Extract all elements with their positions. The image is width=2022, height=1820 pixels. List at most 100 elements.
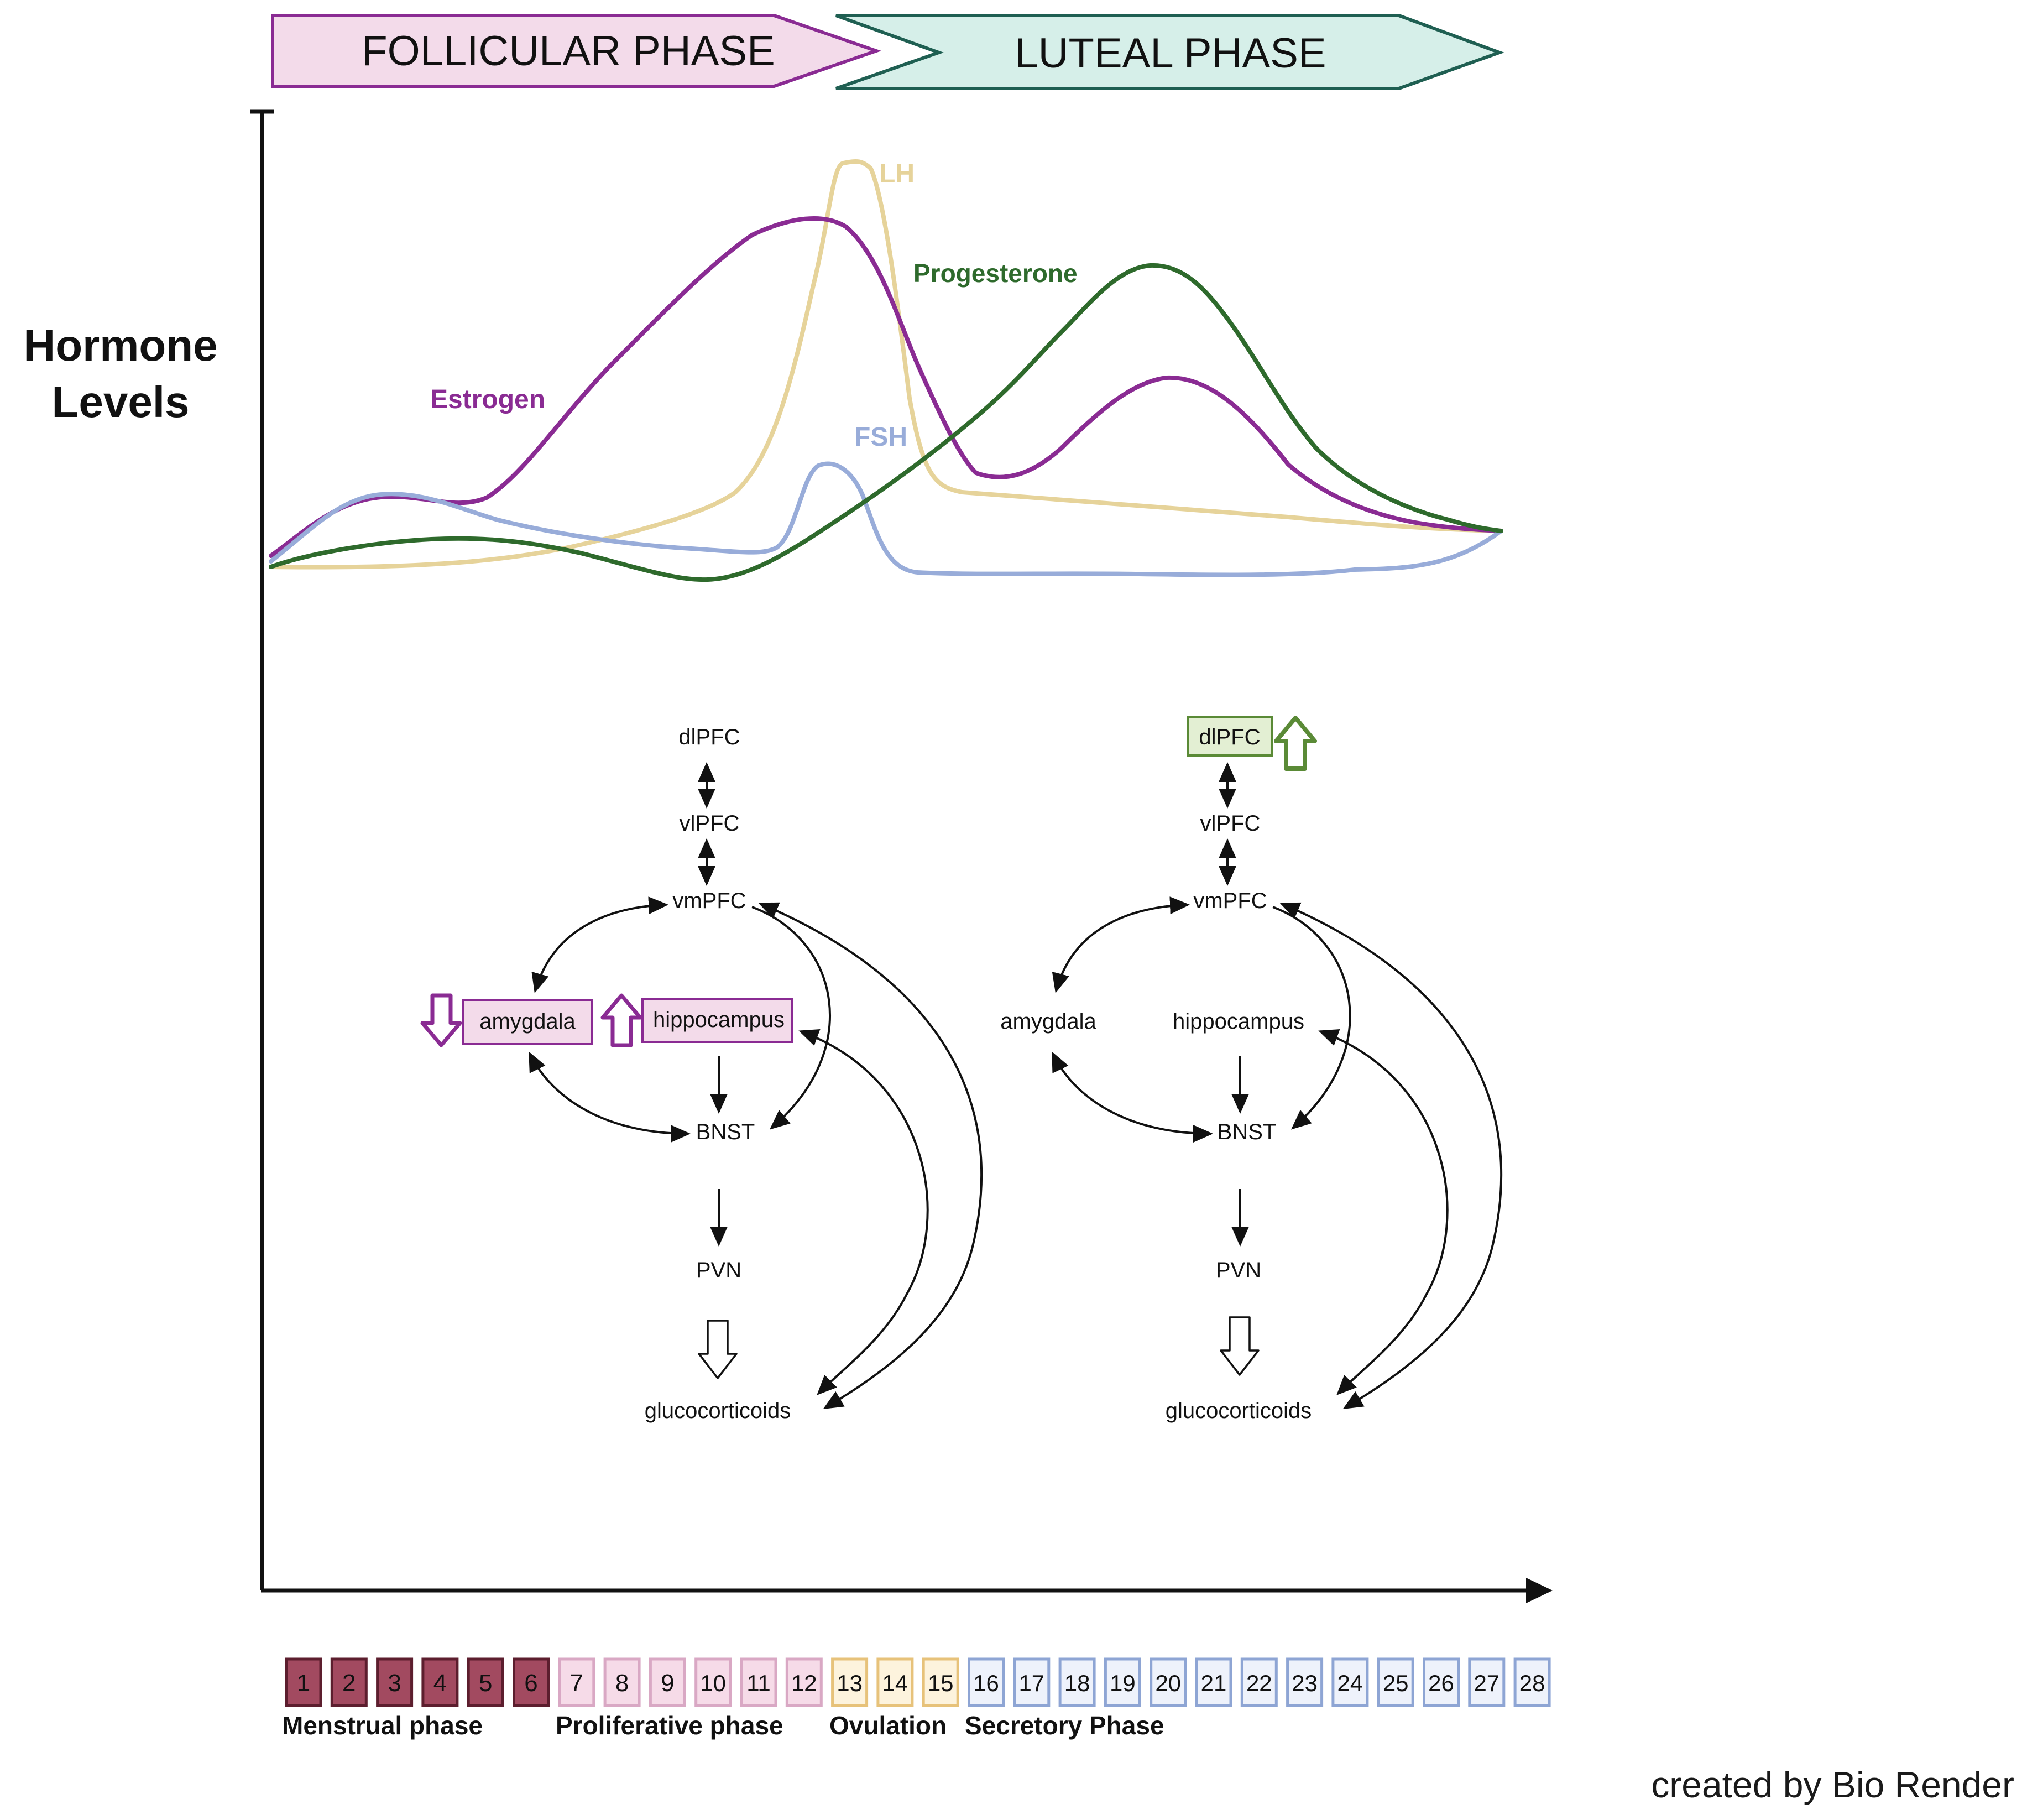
day-box-27 [1468, 1657, 1506, 1707]
glucocorticoid-output-arrow [698, 1320, 738, 1379]
y-axis-label-line-2: Levels [51, 377, 189, 426]
vmpfc-amygdala-arrow [1052, 896, 1190, 993]
amygdala-bnst-arrow [529, 1051, 691, 1143]
day-box-28 [1513, 1657, 1551, 1707]
progesterone-curve [269, 263, 1503, 582]
day-box-25 [1377, 1657, 1414, 1707]
vmpfc-label: vmPFC [1193, 889, 1267, 913]
vmpfc-glucocorticoids-arrow [1279, 902, 1503, 1410]
network-connections [1052, 896, 1503, 1410]
up-arrow-icon [1274, 716, 1317, 771]
credit-text: created by Bio Render [1651, 1764, 2014, 1805]
vlpfc-label: vlPFC [680, 811, 740, 836]
day-box-16 [968, 1657, 1005, 1707]
day-number-14: 14 [882, 1670, 908, 1696]
dlpfc-highlight-box [1187, 716, 1273, 757]
day-number-24: 24 [1337, 1670, 1363, 1696]
bnst-label: BNST [696, 1120, 755, 1144]
day-number-25: 25 [1383, 1670, 1409, 1696]
day-number-17: 17 [1018, 1670, 1044, 1696]
fsh-label: FSH [854, 423, 907, 452]
day-number-18: 18 [1064, 1670, 1090, 1696]
y-axis-label: Hormone Levels [23, 321, 217, 426]
day-number-19: 19 [1110, 1670, 1136, 1696]
amygdala-label: amygdala [1000, 1009, 1096, 1034]
vmpfc-label: vmPFC [672, 889, 746, 913]
day-box-19 [1104, 1657, 1141, 1707]
up-arrow-icon [600, 993, 642, 1047]
brain-network-follicular: dlPFC vlPFC vmPFC amygdala hippocampus B… [420, 725, 983, 1423]
day-box-9 [649, 1657, 686, 1707]
dlpfc-label: dlPFC [678, 725, 740, 749]
fsh-curve [269, 461, 1503, 577]
network-connections [529, 896, 983, 1410]
day-number-3: 3 [388, 1670, 401, 1697]
secretory-phase-label: Secretory Phase [965, 1711, 1164, 1740]
day-number-10: 10 [700, 1670, 726, 1696]
amygdala-label: amygdala [479, 1009, 576, 1034]
day-number-21: 21 [1201, 1670, 1227, 1696]
day-number-5: 5 [479, 1670, 492, 1697]
day-number-12: 12 [791, 1670, 817, 1696]
estrogen-label: Estrogen [430, 385, 545, 414]
cycle-phase-labels: Menstrual phase Proliferative phase Ovul… [282, 1711, 1164, 1740]
day-box-26 [1423, 1657, 1460, 1707]
day-box-22 [1240, 1657, 1278, 1707]
day-number-1: 1 [297, 1670, 310, 1697]
pvn-label: PVN [1216, 1258, 1261, 1282]
day-number-22: 22 [1246, 1670, 1272, 1696]
day-number-9: 9 [661, 1670, 674, 1697]
amygdala-bnst-arrow [1052, 1051, 1213, 1143]
follicular-phase-label: FOLLICULAR PHASE [362, 28, 775, 75]
day-number-26: 26 [1428, 1670, 1454, 1696]
brain-network-luteal: dlPFC vlPFC vmPFC amygdala hippocampus B… [1000, 716, 1503, 1423]
day-box-14 [876, 1657, 914, 1707]
vlpfc-label: vlPFC [1200, 811, 1261, 836]
day-box-5 [467, 1657, 504, 1707]
proliferative-phase-label: Proliferative phase [556, 1711, 783, 1740]
day-box-21 [1195, 1657, 1232, 1707]
day-box-4 [421, 1657, 459, 1707]
menstrual-phase-label: Menstrual phase [282, 1711, 483, 1740]
day-number-6: 6 [524, 1670, 537, 1697]
day-number-13: 13 [837, 1670, 863, 1696]
day-box-24 [1331, 1657, 1369, 1707]
amygdala-highlight-box [462, 999, 593, 1045]
lh-label: LH [879, 159, 915, 189]
day-box-17 [1013, 1657, 1051, 1707]
day-box-8 [603, 1657, 641, 1707]
day-box-15 [922, 1657, 959, 1707]
hippocampus-glucocorticoids-arrow [1318, 1029, 1449, 1395]
bnst-label: BNST [1218, 1120, 1277, 1144]
day-number-2: 2 [342, 1670, 356, 1697]
x-axis-arrowhead [1526, 1578, 1553, 1603]
luteal-banner-arrow [835, 14, 1504, 90]
day-box-20 [1150, 1657, 1187, 1707]
phase-banner-luteal: LUTEAL PHASE [835, 14, 1504, 90]
day-box-10 [694, 1657, 732, 1707]
dlpfc-label: dlPFC [1199, 725, 1260, 749]
ovulation-phase-label: Ovulation [829, 1711, 947, 1740]
vmpfc-amygdala-arrow [531, 896, 668, 993]
day-number-11: 11 [746, 1670, 771, 1696]
glucocorticoids-label: glucocorticoids [1166, 1399, 1312, 1423]
day-box-13 [831, 1657, 869, 1707]
day-number-16: 16 [973, 1670, 999, 1696]
day-box-3 [376, 1657, 414, 1707]
hippocampus-label: hippocampus [653, 1008, 785, 1032]
hormone-curves [269, 159, 1503, 582]
phase-banner-follicular: FOLLICULAR PHASE [271, 14, 882, 88]
day-number-7: 7 [570, 1670, 583, 1697]
progesterone-label: Progesterone [913, 259, 1078, 288]
day-box-1 [285, 1657, 322, 1707]
day-box-6 [513, 1657, 550, 1707]
pvn-label: PVN [696, 1258, 741, 1282]
glucocorticoids-label: glucocorticoids [645, 1399, 791, 1423]
hippocampus-label: hippocampus [1173, 1009, 1304, 1034]
day-box-7 [558, 1657, 595, 1707]
y-axis-label-line-1: Hormone [23, 321, 217, 370]
follicular-banner-arrow [271, 14, 882, 88]
hippocampus-glucocorticoids-arrow [798, 1029, 929, 1395]
